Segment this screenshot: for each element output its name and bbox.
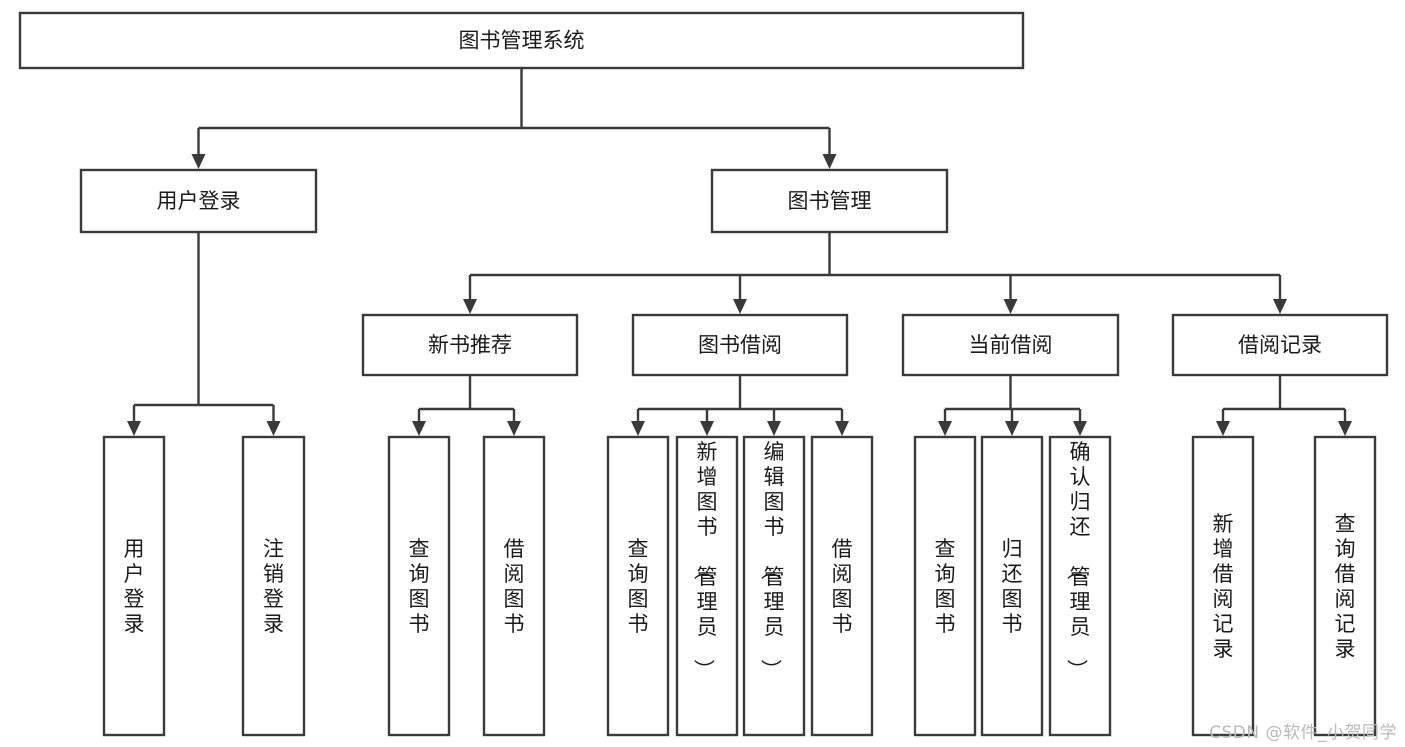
arrow-head-icon — [700, 421, 714, 436]
node-label-leaf-borrow-book-recommend: 借阅图书 — [504, 537, 525, 636]
node-label-leaf-query-book-recommend: 查询图书 — [409, 537, 430, 636]
node-leaf-add-borrow-record[interactable]: 新增借阅记录 — [1191, 435, 1255, 737]
connector-bookmgmt-to-level2 — [468, 232, 1282, 301]
node-box-borrow-record[interactable] — [1171, 313, 1389, 377]
node-leaf-borrow-book[interactable]: 借阅图书 — [810, 435, 874, 737]
arrow-head-icon — [938, 421, 952, 436]
arrow-head-icon — [1338, 421, 1352, 436]
node-book-management[interactable]: 图书管理 — [710, 168, 949, 234]
node-label-leaf-edit-book: 编辑图书（管理员） — [759, 440, 785, 680]
connector-root-to-level1 — [197, 68, 831, 156]
node-leaf-query-book-recommend[interactable]: 查询图书 — [387, 435, 451, 737]
node-leaf-borrow-book-recommend[interactable]: 借阅图书 — [482, 435, 546, 737]
connector-borrow-to-leaves — [636, 375, 844, 423]
node-box-current-borrow[interactable] — [901, 313, 1120, 377]
node-leaf-edit-book[interactable]: 编辑图书（管理员） — [742, 435, 806, 737]
arrow-head-icon — [412, 421, 426, 436]
node-box-leaf-confirm-return[interactable] — [1048, 435, 1112, 737]
node-label-user-login: 用户登录 — [157, 189, 241, 213]
node-label-root: 图书管理系统 — [459, 29, 585, 53]
node-label-leaf-user-login: 用户登录 — [124, 537, 145, 636]
node-box-root[interactable] — [18, 11, 1025, 70]
node-label-leaf-query-book-current: 查询图书 — [935, 537, 956, 636]
node-box-leaf-return-book[interactable] — [980, 435, 1044, 737]
node-box-leaf-borrow-book[interactable] — [810, 435, 874, 737]
node-label-leaf-query-borrow-record: 查询借阅记录 — [1335, 512, 1356, 661]
node-label-borrow-record: 借阅记录 — [1238, 333, 1322, 357]
node-label-leaf-confirm-return: 确认归还（管理员） — [1065, 440, 1091, 680]
connector-userlogin-to-leaves — [132, 232, 275, 423]
arrow-head-icon — [835, 421, 849, 436]
node-label-leaf-borrow-book: 借阅图书 — [832, 537, 853, 636]
node-label-current-borrow: 当前借阅 — [969, 333, 1053, 357]
node-box-leaf-logout[interactable] — [241, 435, 306, 737]
node-label-leaf-add-book: 新增图书（管理员） — [692, 440, 718, 680]
node-box-user-login[interactable] — [79, 168, 318, 234]
node-book-borrow[interactable]: 图书借阅 — [631, 313, 849, 377]
arrow-head-icon — [733, 299, 747, 314]
node-root[interactable]: 图书管理系统 — [18, 11, 1025, 70]
arrow-head-icon — [631, 421, 645, 436]
connector-record-to-leaves — [1221, 375, 1347, 423]
node-leaf-add-book[interactable]: 新增图书（管理员） — [675, 435, 739, 737]
node-leaf-confirm-return[interactable]: 确认归还（管理员） — [1048, 435, 1112, 737]
node-box-leaf-user-login[interactable] — [102, 435, 166, 737]
node-box-leaf-query-book-current[interactable] — [913, 435, 977, 737]
node-box-leaf-query-book-recommend[interactable] — [387, 435, 451, 737]
node-leaf-query-book-current[interactable]: 查询图书 — [913, 435, 977, 737]
node-box-new-book-recommend[interactable] — [361, 313, 579, 377]
arrow-head-icon — [1273, 299, 1287, 314]
node-label-leaf-return-book: 归还图书 — [1002, 537, 1023, 636]
node-new-book-recommend[interactable]: 新书推荐 — [361, 313, 579, 377]
node-label-leaf-query-book-borrow: 查询图书 — [628, 537, 649, 636]
node-user-login[interactable]: 用户登录 — [79, 168, 318, 234]
node-label-book-borrow: 图书借阅 — [698, 333, 782, 357]
node-leaf-return-book[interactable]: 归还图书 — [980, 435, 1044, 737]
arrow-head-icon — [266, 421, 281, 436]
arrow-head-icon — [127, 421, 141, 436]
node-box-leaf-query-borrow-record[interactable] — [1313, 435, 1377, 737]
node-leaf-logout[interactable]: 注销登录 — [241, 435, 306, 737]
node-label-new-book-recommend: 新书推荐 — [428, 333, 512, 357]
connectors-layer — [127, 68, 1352, 436]
connector-recommend-to-leaves — [417, 375, 516, 423]
node-current-borrow[interactable]: 当前借阅 — [901, 313, 1120, 377]
node-box-book-borrow[interactable] — [631, 313, 849, 377]
node-box-book-management[interactable] — [710, 168, 949, 234]
arrow-head-icon — [767, 421, 781, 436]
node-box-leaf-add-book[interactable] — [675, 435, 739, 737]
arrow-head-icon — [507, 421, 521, 436]
node-borrow-record[interactable]: 借阅记录 — [1171, 313, 1389, 377]
connector-current-to-leaves — [943, 375, 1082, 423]
arrow-head-icon — [1073, 421, 1087, 436]
node-leaf-query-borrow-record[interactable]: 查询借阅记录 — [1313, 435, 1377, 737]
node-box-leaf-edit-book[interactable] — [742, 435, 806, 737]
node-label-leaf-logout: 注销登录 — [263, 537, 284, 636]
node-leaf-user-login[interactable]: 用户登录 — [102, 435, 166, 737]
arrow-head-icon — [1003, 299, 1018, 314]
arrow-head-icon — [1216, 421, 1230, 436]
arrow-head-icon — [822, 154, 837, 169]
node-box-leaf-add-borrow-record[interactable] — [1191, 435, 1255, 737]
node-label-leaf-add-borrow-record: 新增借阅记录 — [1213, 512, 1234, 661]
node-label-book-management: 图书管理 — [788, 189, 872, 213]
nodes-layer: 图书管理系统用户登录图书管理新书推荐图书借阅当前借阅借阅记录用户登录注销登录查询… — [18, 11, 1389, 737]
arrow-head-icon — [463, 299, 477, 314]
node-leaf-query-book-borrow[interactable]: 查询图书 — [606, 435, 670, 737]
node-box-leaf-borrow-book-recommend[interactable] — [482, 435, 546, 737]
node-box-leaf-query-book-borrow[interactable] — [606, 435, 670, 737]
arrow-head-icon — [1005, 421, 1019, 436]
arrow-head-icon — [191, 154, 206, 169]
